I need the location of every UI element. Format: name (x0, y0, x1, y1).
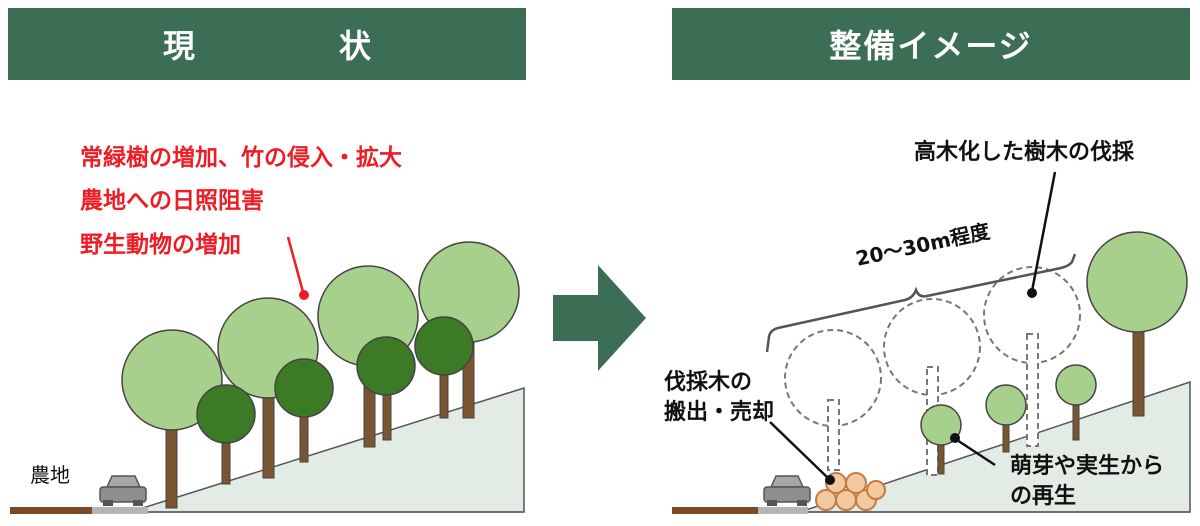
issue-sunlight-blocking: 農地への日照阻害 (80, 188, 264, 214)
tall-tree-1 (121, 329, 223, 509)
felling-callout-dot (1027, 288, 1037, 298)
logs-callout-line (769, 421, 829, 479)
right-car-icon (763, 475, 811, 506)
right-scene (672, 171, 1191, 514)
logs-label-line2: 搬出・売却 (664, 400, 775, 425)
improvement-image-header: 整備イメージ (672, 8, 1190, 80)
current-state-header: 現 状 (8, 8, 526, 80)
felled-tree-2 (883, 298, 981, 476)
regrowth-callout-dot (950, 433, 960, 443)
improvement-image-title: 整備イメージ (829, 27, 1033, 65)
right-farmland-strip (672, 507, 758, 514)
felled-tree-1 (784, 329, 882, 471)
evergreen-tree-1 (196, 384, 256, 485)
regrowth-label-line2: の再生 (1010, 484, 1077, 509)
issue-evergreen-bamboo: 常緑樹の増加、竹の侵入・拡大 (80, 145, 402, 171)
evergreen-tree-4 (414, 316, 474, 419)
regrowth-label-line1: 萌芽や実生から (1010, 454, 1165, 479)
farmland-label: 農地 (30, 463, 70, 487)
issue-pointer-dot (299, 290, 309, 300)
right-road-strip (758, 507, 808, 514)
log-pile-icon (815, 472, 886, 511)
car-icon (99, 475, 147, 506)
regrowth-callout-line (956, 438, 996, 467)
left-scene (10, 236, 525, 514)
felled-tree-3 (983, 266, 1081, 447)
evergreen-tree-3 (356, 336, 416, 441)
sapling-3 (1055, 364, 1097, 441)
farmland-strip (10, 507, 92, 514)
spacing-bracket (765, 253, 1077, 353)
evergreen-tree-2 (274, 358, 334, 463)
logs-label-line1: 伐採木の (664, 370, 753, 395)
issue-pointer-line (286, 236, 305, 293)
sapling-2 (985, 384, 1027, 453)
felling-label: 高木化した樹木の伐採 (914, 140, 1135, 165)
remaining-tall-tree (1086, 231, 1188, 417)
transition-arrow (553, 265, 646, 371)
road-strip (92, 507, 148, 514)
issue-wildlife-increase: 野生動物の増加 (80, 232, 241, 258)
logs-callout-dot (825, 475, 835, 485)
felling-callout-line (1030, 171, 1057, 292)
current-state-title: 現 状 (162, 27, 427, 65)
